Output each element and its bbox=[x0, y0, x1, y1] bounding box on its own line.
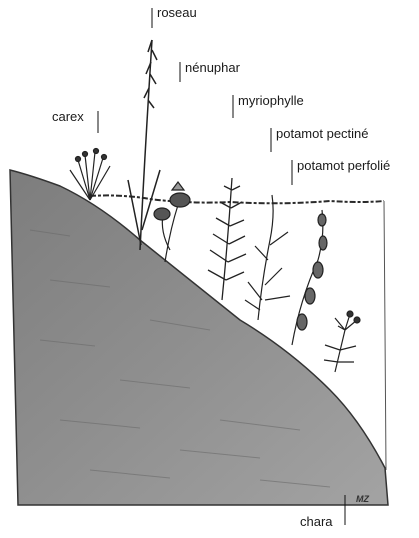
chara-plant bbox=[324, 311, 360, 372]
label-chara: chara bbox=[300, 514, 333, 529]
water-right-edge bbox=[384, 201, 386, 470]
label-nenuphar: nénuphar bbox=[185, 60, 240, 75]
label-carex: carex bbox=[52, 109, 84, 124]
lake-bottom-slope bbox=[10, 170, 388, 505]
artist-signature: MZ bbox=[356, 494, 369, 504]
roseau-plant bbox=[128, 40, 160, 250]
label-potamot-perfolie: potamot perfolié bbox=[297, 158, 390, 173]
myriophylle-plant bbox=[208, 178, 246, 300]
label-myriophylle: myriophylle bbox=[238, 93, 304, 108]
label-potamot-pectine: potamot pectiné bbox=[276, 126, 369, 141]
label-roseau: roseau bbox=[157, 5, 197, 20]
potamot-pectine-plant bbox=[245, 195, 290, 320]
water-surface bbox=[90, 195, 384, 203]
potamot-perfolie-plant bbox=[292, 210, 327, 345]
nenuphar-plant bbox=[154, 182, 190, 262]
carex-plant bbox=[70, 149, 110, 201]
